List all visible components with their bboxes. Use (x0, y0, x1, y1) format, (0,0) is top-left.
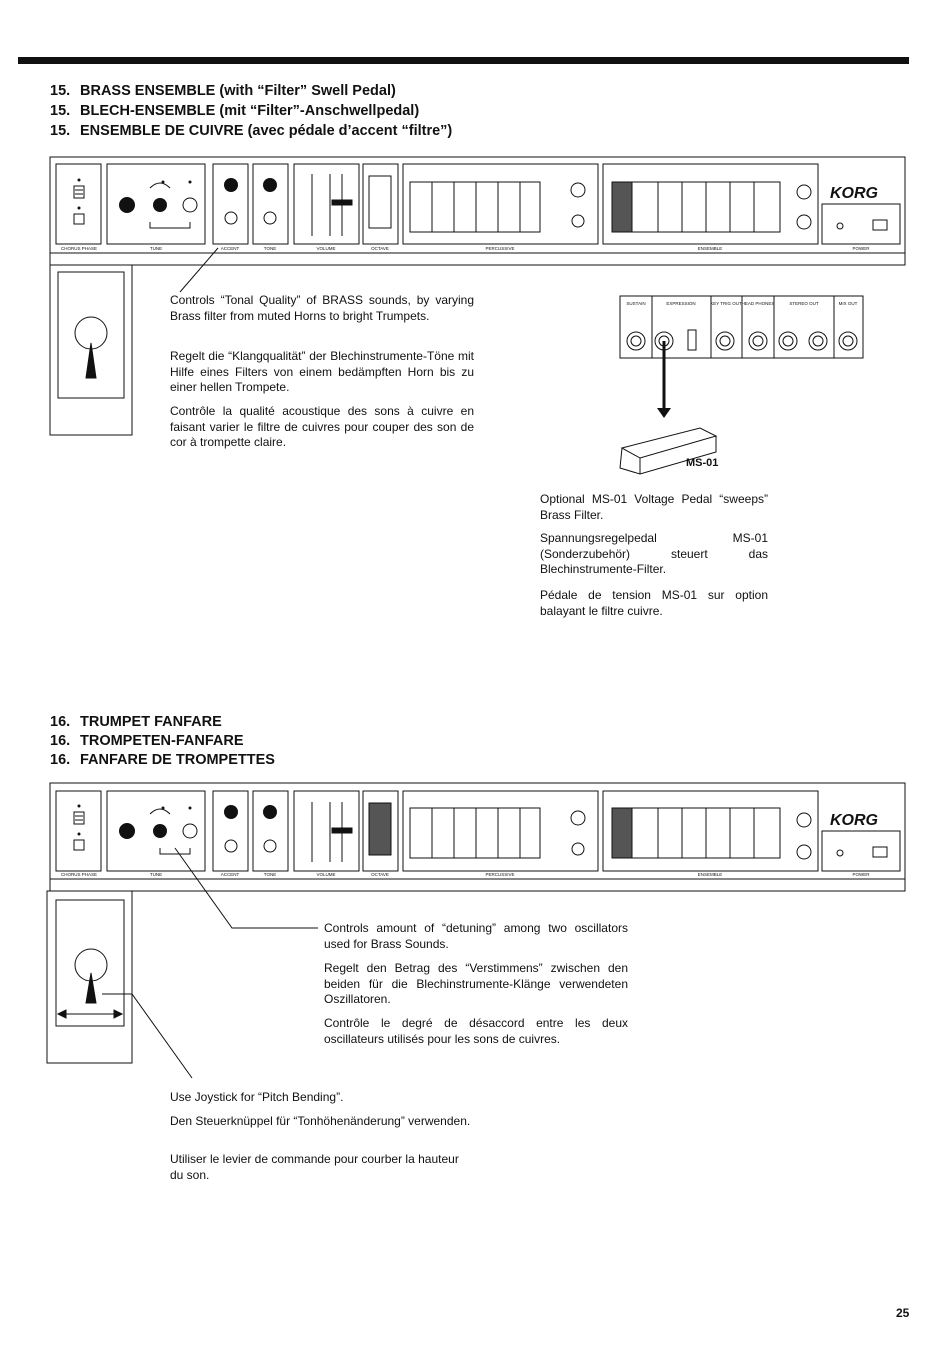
label-accent-15: ACCENT (221, 246, 240, 251)
label-power-15: POWER (852, 246, 870, 251)
joystick-box-15 (49, 264, 133, 436)
label-chorus-15: CHORUS PHASE (61, 246, 97, 251)
tone-knob-15 (263, 178, 277, 192)
label-octave-16: OCTAVE (371, 872, 389, 877)
power-switch-16 (872, 846, 888, 858)
power-switch-15 (872, 219, 888, 231)
label-ensemble-16: ENSEMBLE (698, 872, 723, 877)
volume-slider-15 (311, 174, 353, 236)
joystick-box-16 (46, 890, 133, 1064)
rear-label-expression: EXPRESSION (666, 301, 695, 306)
tone-text-de: Regelt die “Klangqualität” der Blechinst… (170, 349, 474, 395)
label-power-16: POWER (852, 872, 870, 877)
rear-label-stereo-out: STEREO OUT (789, 301, 819, 306)
rear-label-keytrig: KEY TRIG OUT (710, 301, 742, 306)
octave-window-15 (368, 175, 392, 229)
label-ensemble-15: ENSEMBLE (698, 246, 723, 251)
heading-15-en: 15.BRASS ENSEMBLE (with “Filter” Swell P… (50, 83, 396, 99)
octave-window-16 (368, 802, 392, 856)
label-tune-15: TUNE (150, 246, 162, 251)
label-volume-15: VOLUME (316, 246, 335, 251)
tune-knobs-15 (119, 180, 198, 229)
panel-frame-16 (49, 782, 906, 892)
tone-knob-16 (263, 805, 277, 819)
label-volume-16: VOLUME (316, 872, 335, 877)
volume-slider-16 (311, 802, 353, 862)
label-accent-16: ACCENT (221, 872, 240, 877)
korg-logo-15: KORG (830, 185, 878, 202)
joystick-text-de: Den Steuerknüppel für “Tonhöhenänderung”… (170, 1114, 471, 1128)
accent-knob-16 (224, 805, 238, 819)
pedal-text-de: Spannungsregelpedal MS-01 (Sonderzubehör… (540, 531, 768, 577)
ensemble-keys-16 (611, 807, 812, 860)
pedal-drawing (619, 427, 718, 475)
chorus-switches-15 (73, 178, 85, 225)
label-percussive-15: PERCUSSIVE (485, 246, 514, 251)
heading-16-de: 16.TROMPETEN-FANFARE (50, 733, 244, 749)
label-percussive-16: PERCUSSIVE (485, 872, 514, 877)
tune-text-de: Regelt den Betrag des “Verstimmens” zwis… (324, 961, 628, 1007)
joystick-text-en: Use Joystick for “Pitch Bending”. (170, 1090, 344, 1104)
heading-15-fr: 15.ENSEMBLE DE CUIVRE (avec pédale d’acc… (50, 123, 453, 139)
page-number: 25 (896, 1306, 910, 1320)
percussive-keys-16 (409, 807, 586, 859)
label-tone-16: TONE (264, 872, 276, 877)
label-tune-16: TUNE (150, 872, 162, 877)
tune-text-en: Controls amount of “detuning” among two … (324, 921, 628, 951)
tune-text-fr: Contrôle le degré de désaccord entre les… (324, 1016, 628, 1046)
callout-line-joystick (102, 993, 193, 1079)
tune-knobs-16 (119, 806, 198, 855)
rear-panel (619, 295, 864, 359)
heading-16-fr: 16.FANFARE DE TROMPETTES (50, 752, 275, 768)
rear-label-headphones: HEAD PHONES (742, 301, 775, 306)
ensemble-keys-15 (611, 181, 812, 233)
panel-frame-15 (49, 156, 906, 266)
joystick-text-fr: Utiliser le levier de commande pour cour… (170, 1152, 459, 1182)
rear-label-sustain: SUSTAIN (626, 301, 645, 306)
pedal-text-en: Optional MS-01 Voltage Pedal “sweeps” Br… (540, 492, 768, 522)
tone-text-fr: Contrôle la qualité acoustique des sons … (170, 404, 474, 450)
rear-label-mix-out: MIX OUT (839, 301, 858, 306)
percussive-keys-15 (409, 181, 586, 233)
heading-15-de: 15.BLECH-ENSEMBLE (mit “Filter”-Anschwel… (50, 103, 420, 119)
accent-knob-15 (224, 178, 238, 192)
pedal-label: MS-01 (686, 457, 719, 469)
callout-line-tune (174, 847, 318, 929)
callout-line-tone (179, 247, 219, 293)
chorus-switches-16 (73, 804, 85, 851)
label-tone-15: TONE (264, 246, 276, 251)
heading-16-en: 16.TRUMPET FANFARE (50, 714, 222, 730)
tone-text-en: Controls “Tonal Quality” of BRASS sounds… (170, 293, 474, 323)
pedal-text-fr: Pédale de tension MS-01 sur option balay… (540, 588, 768, 618)
korg-logo-16: KORG (830, 812, 878, 829)
label-chorus-16: CHORUS PHASE (61, 872, 97, 877)
top-rule (18, 57, 909, 64)
label-octave-15: OCTAVE (371, 246, 389, 251)
